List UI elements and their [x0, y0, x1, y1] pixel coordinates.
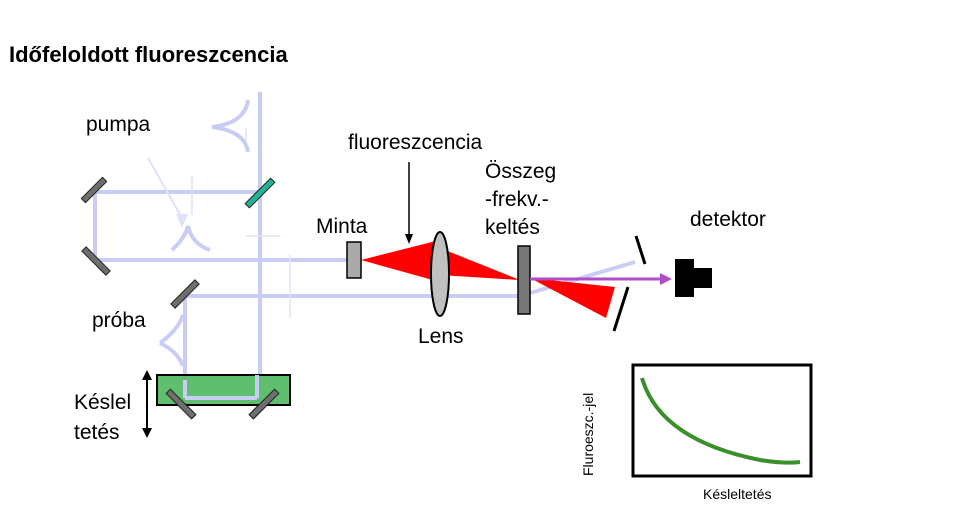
thin-marks	[191, 128, 291, 318]
label-keslel-line2: tetés	[74, 421, 120, 444]
top-curved-mirror	[211, 99, 250, 153]
label-lens: Lens	[418, 325, 464, 348]
beam-paths	[93, 92, 636, 400]
aperture	[612, 235, 647, 332]
delay-stage-inner	[183, 375, 259, 400]
fluorescence-cone-2	[440, 248, 520, 280]
aperture-top-blade	[634, 235, 647, 265]
curved-mirrors	[158, 99, 250, 367]
delay-double-arrow	[142, 370, 152, 438]
label-minta: Minta	[316, 215, 368, 238]
label-osszeg-line3: keltés	[485, 216, 540, 239]
fluorescence-cone-out	[530, 278, 615, 318]
beamsplitter	[244, 177, 276, 209]
inset-plot-frame	[631, 363, 813, 478]
mirror-delay-right-overlay	[248, 388, 280, 420]
label-detektor: detektor	[690, 208, 766, 231]
mirror-bottom-left	[81, 246, 111, 276]
label-osszeg-line1: Összeg	[485, 160, 557, 183]
pumpa-arrow	[147, 157, 188, 228]
mirror-probe	[170, 279, 200, 309]
lens	[430, 231, 450, 317]
pump-curved-mirror	[170, 225, 211, 252]
sample	[346, 241, 362, 279]
sum-frequency-crystal	[517, 245, 531, 315]
label-pumpa: pumpa	[86, 113, 151, 136]
aperture-bottom-blade	[612, 286, 630, 332]
fluorescence-pointer-arrow	[405, 162, 413, 244]
label-proba: próba	[92, 309, 146, 332]
probe-curved-mirror	[158, 314, 185, 367]
inset-xlabel: Késleltetés	[703, 486, 772, 502]
mirror-delay-left-overlay	[165, 388, 197, 420]
inset-ylabel: Fluroeszc.-jel	[580, 392, 596, 476]
label-keslel-line1: Késlel	[74, 391, 132, 414]
mirror-top-left	[80, 176, 108, 204]
label-fluoreszcencia: fluoreszcencia	[348, 131, 483, 154]
inset-decay-curve	[640, 377, 801, 465]
sum-frequency-beam	[530, 273, 672, 285]
label-osszeg-line2: -frekv.-	[485, 188, 549, 211]
detector-icon	[675, 259, 712, 297]
page-title: Időfeloldott fluoreszcencia	[9, 42, 288, 67]
fluorescence-cone-1	[361, 240, 440, 282]
